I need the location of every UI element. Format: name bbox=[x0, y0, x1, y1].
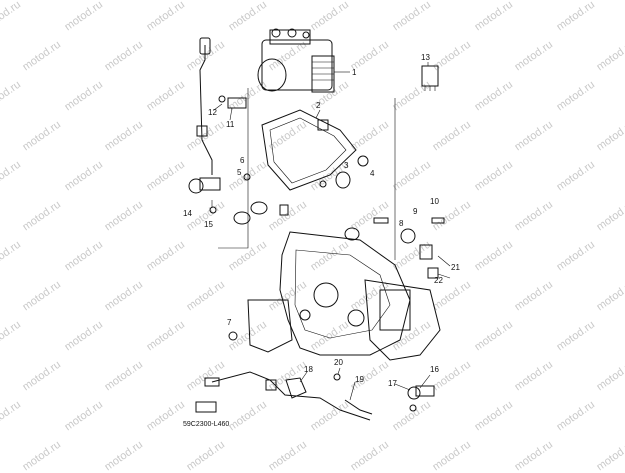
callout-21: 21 bbox=[451, 263, 460, 272]
leader-lines bbox=[211, 62, 451, 401]
callout-12: 12 bbox=[208, 108, 217, 117]
callout-11: 11 bbox=[226, 120, 235, 129]
callout-8: 8 bbox=[399, 219, 404, 228]
callout-labels: 1 2 3 4 5 6 7 8 9 10 11 12 13 14 15 16 1… bbox=[183, 53, 460, 388]
callout-4: 4 bbox=[370, 169, 375, 178]
callout-2: 2 bbox=[316, 101, 321, 110]
callout-16: 16 bbox=[430, 365, 439, 374]
callout-19: 19 bbox=[355, 375, 364, 384]
callout-22: 22 bbox=[434, 276, 443, 285]
rear-wheel-sensor bbox=[204, 331, 435, 421]
callout-18: 18 bbox=[304, 365, 313, 374]
bracket bbox=[261, 109, 357, 191]
callout-13: 13 bbox=[421, 53, 430, 62]
relay bbox=[421, 65, 439, 91]
callout-10: 10 bbox=[430, 197, 439, 206]
front-arrow-badge bbox=[195, 401, 217, 413]
abs-unit bbox=[257, 28, 335, 93]
callout-17: 17 bbox=[388, 379, 397, 388]
bracket-fasteners bbox=[218, 95, 369, 225]
callout-1: 1 bbox=[352, 68, 357, 77]
callout-20: 20 bbox=[334, 358, 343, 367]
callout-6: 6 bbox=[240, 156, 245, 165]
front-wheel-sensor bbox=[188, 37, 221, 214]
diagram-code: 59C2300-L460 bbox=[183, 421, 230, 428]
callout-14: 14 bbox=[183, 209, 192, 218]
callout-7: 7 bbox=[227, 318, 232, 327]
frame-housing bbox=[247, 231, 441, 361]
callout-5: 5 bbox=[237, 168, 242, 177]
callout-9: 9 bbox=[413, 207, 418, 216]
callout-3: 3 bbox=[344, 161, 349, 170]
right-side-parts bbox=[344, 217, 445, 279]
callout-15: 15 bbox=[204, 220, 213, 229]
